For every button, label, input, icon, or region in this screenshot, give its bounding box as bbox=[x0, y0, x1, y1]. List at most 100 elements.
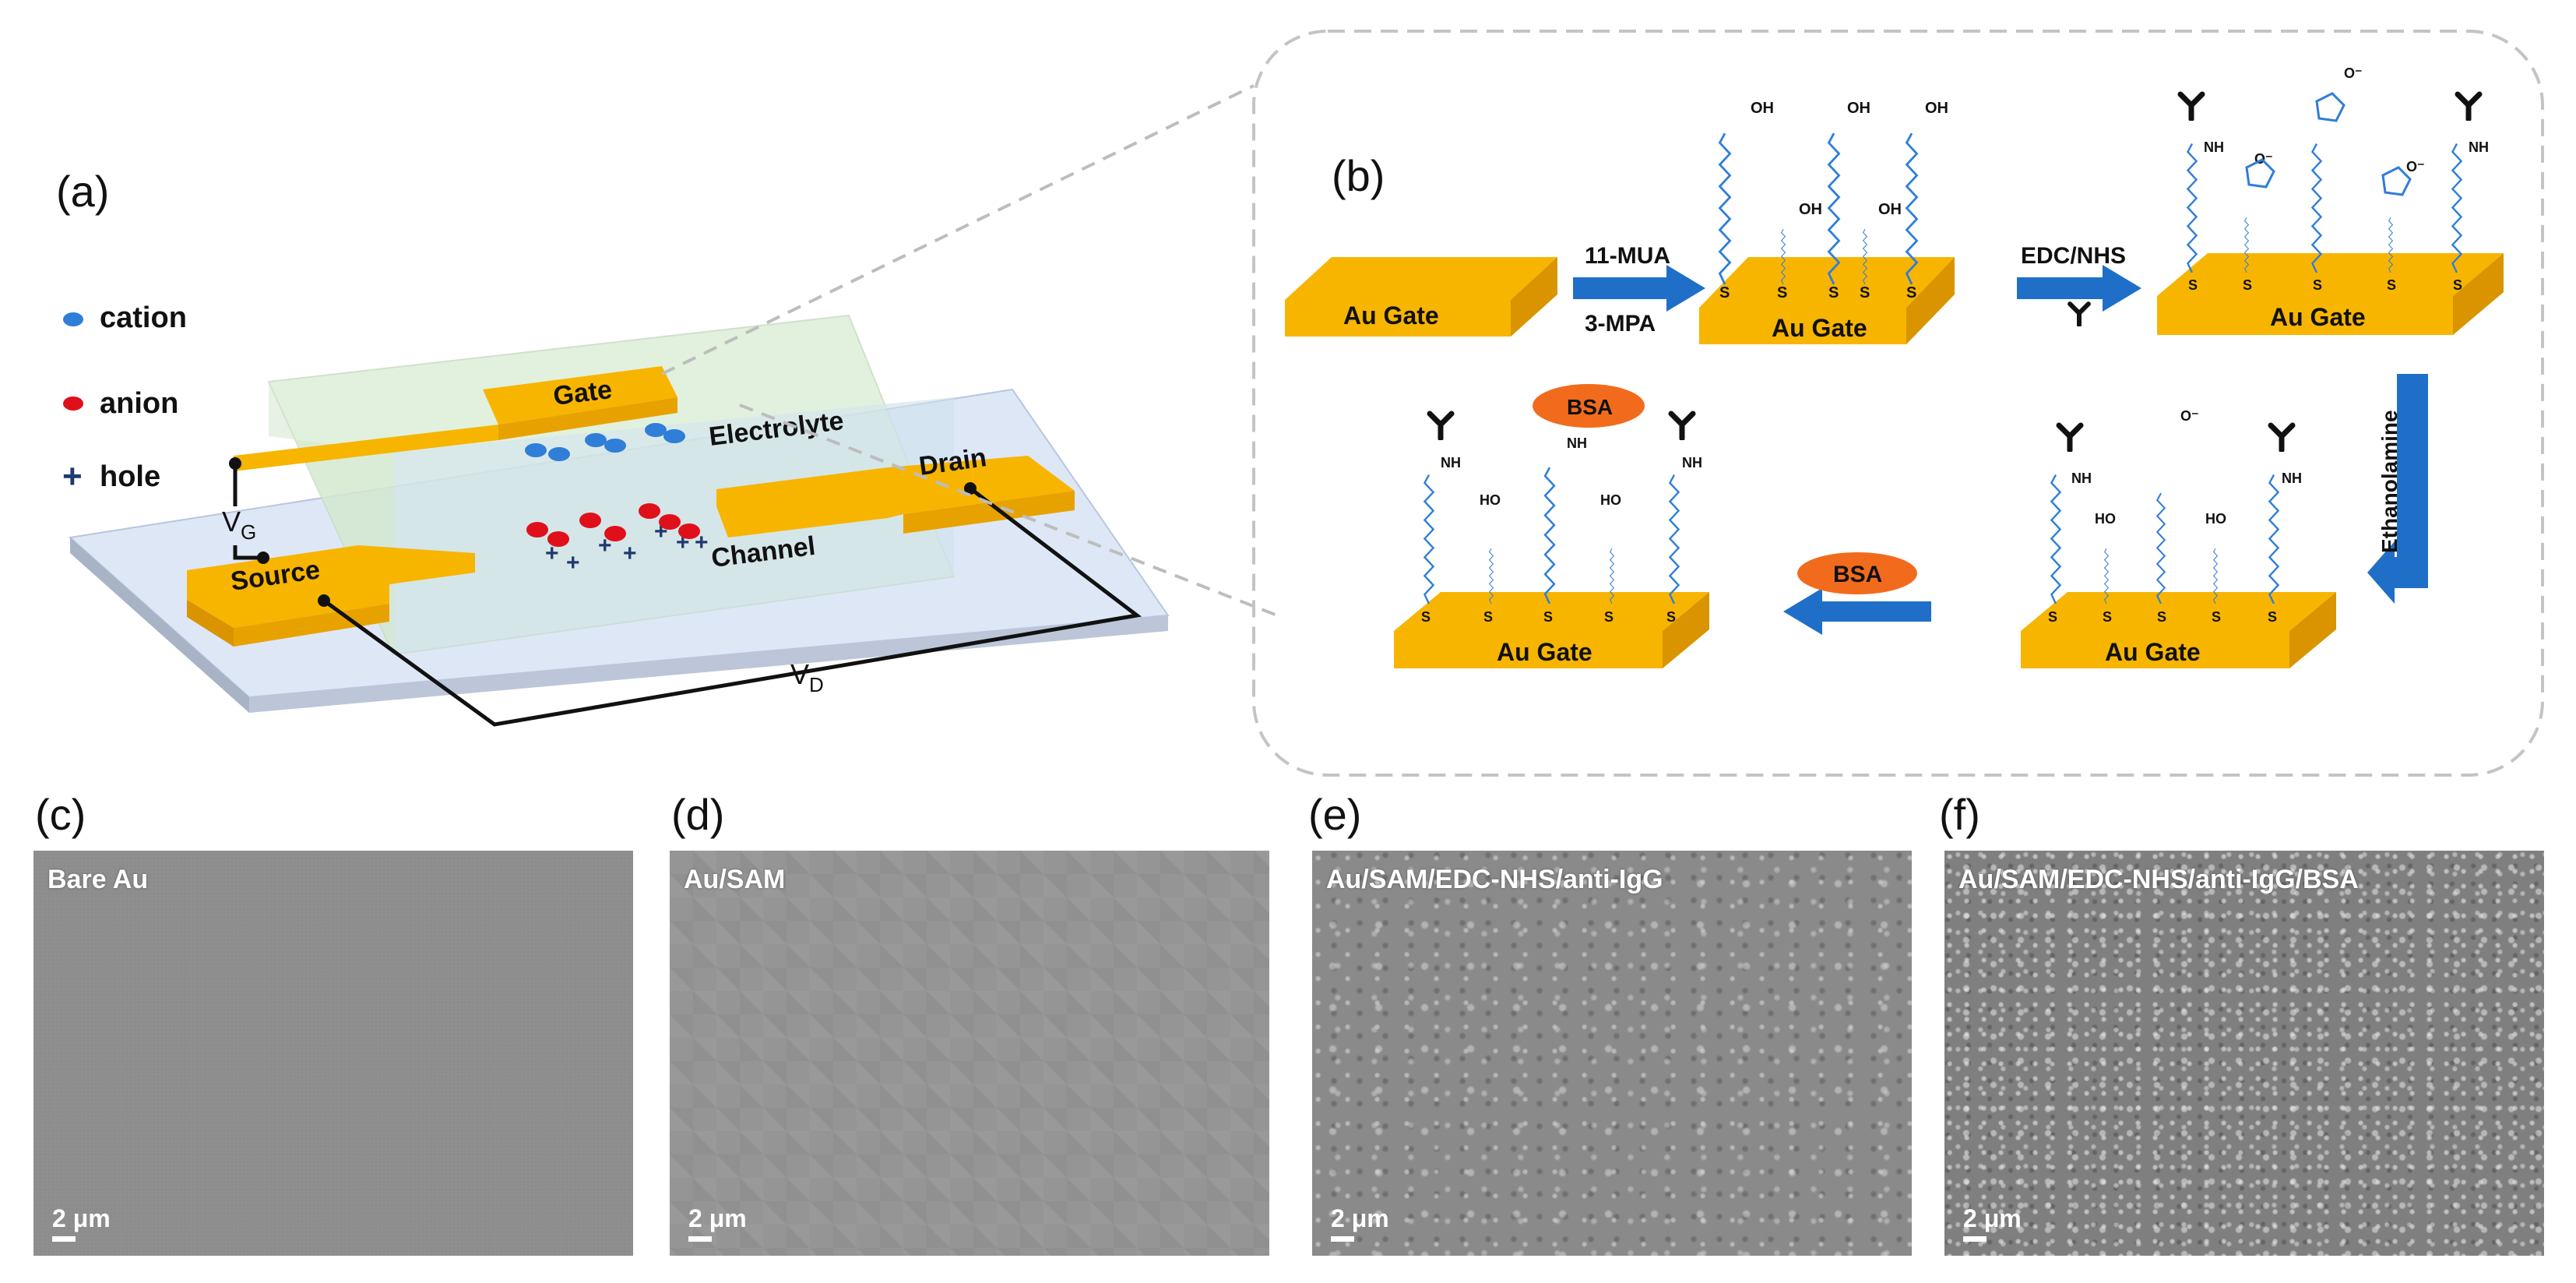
cations bbox=[525, 423, 685, 461]
sem-caption: Bare Au bbox=[48, 865, 149, 894]
o-minus-label: O⁻ bbox=[2406, 159, 2425, 174]
s-label: S bbox=[1666, 609, 1676, 625]
nhs-rings bbox=[2245, 92, 2412, 196]
source-node bbox=[318, 594, 330, 607]
panel-e-letter: (e) bbox=[1308, 790, 1361, 839]
nh-label: NH bbox=[2204, 139, 2224, 155]
panel-d-letter: (d) bbox=[671, 790, 724, 839]
drain-node bbox=[964, 482, 977, 495]
vg-wire-lower bbox=[233, 545, 263, 560]
antibody-icon bbox=[2458, 94, 2479, 119]
s-label: S bbox=[2048, 609, 2057, 625]
legend-hole-label: hole bbox=[100, 460, 160, 493]
zoom-line-bottom bbox=[739, 404, 1278, 617]
oh-label: OH bbox=[1847, 100, 1870, 117]
ho-label: HO bbox=[2095, 511, 2116, 527]
bsa-label: BSA bbox=[1567, 395, 1613, 419]
step1-bottom-label: 3-MPA bbox=[1585, 311, 1656, 337]
ho-label: HO bbox=[1600, 492, 1621, 508]
oh-label: OH bbox=[1878, 201, 1902, 218]
cation-legend-marker bbox=[63, 312, 83, 326]
zoom-line-top bbox=[661, 84, 1255, 375]
s-label: S bbox=[1421, 609, 1431, 625]
svg-text:+: + bbox=[623, 541, 637, 566]
vg-node bbox=[229, 457, 241, 470]
s-label: S bbox=[1828, 284, 1839, 301]
s-label: S bbox=[2157, 609, 2166, 625]
legend-cation-label: cation bbox=[100, 301, 187, 334]
s-label: S bbox=[2188, 277, 2198, 293]
cation-ion bbox=[585, 433, 607, 447]
nh-label: NH bbox=[1682, 455, 1702, 471]
s-label: S bbox=[2103, 609, 2112, 625]
nh-label: NH bbox=[2282, 471, 2302, 486]
ho-label: HO bbox=[1480, 492, 1501, 508]
anion-hole-pair: + bbox=[678, 523, 709, 555]
panel-c-letter: (c) bbox=[35, 790, 86, 839]
bsa-bubble bbox=[1797, 552, 1917, 594]
sem-caption: Au/SAM bbox=[684, 865, 786, 894]
step1-top-label: 11-MUA bbox=[1585, 243, 1670, 269]
o-minus-label: O⁻ bbox=[2254, 151, 2273, 167]
s-label: S bbox=[2243, 277, 2252, 293]
sem-caption: Au/SAM/EDC-NHS/anti-IgG/BSA bbox=[1958, 865, 2359, 894]
au-gate-sam: Au Gate OH OH OH OH OH S S S S S bbox=[1699, 100, 1955, 344]
s-label: S bbox=[2268, 609, 2277, 625]
oh-label: OH bbox=[1751, 100, 1774, 117]
bsa-bubble bbox=[1533, 384, 1645, 428]
svg-text:+: + bbox=[695, 530, 709, 555]
circuit-wires bbox=[233, 464, 1142, 727]
anion-hole-pair: + bbox=[547, 531, 580, 576]
antibody-icon bbox=[2059, 425, 2081, 450]
nh-label: NH bbox=[1441, 455, 1461, 471]
panel-b-letter: (b) bbox=[1332, 151, 1385, 200]
sem-image-anti-igg-bsa: Au/SAM/EDC-NHS/anti-IgG/BSA 2 μm bbox=[1944, 851, 2544, 1256]
s-label: S bbox=[1860, 284, 1870, 301]
arrow-step-3: Ethanolamine bbox=[2367, 374, 2428, 604]
antibody-icon bbox=[2070, 304, 2089, 325]
vd-label: VD bbox=[790, 658, 824, 696]
cation-ion bbox=[663, 429, 685, 443]
s-label: S bbox=[2387, 277, 2396, 293]
gate-electrode: Gate bbox=[234, 366, 677, 471]
s-label: S bbox=[1543, 609, 1553, 625]
antibody-icon bbox=[1671, 414, 1693, 439]
arrow-step-2: EDC/NHS bbox=[2017, 243, 2141, 325]
o-minus-label: O⁻ bbox=[2180, 408, 2199, 424]
nh-label: NH bbox=[2071, 471, 2092, 486]
au-gate-label: Au Gate bbox=[1497, 638, 1592, 666]
scale-bar: 2 μm bbox=[1963, 1204, 2022, 1242]
panel-a-letter: (a) bbox=[56, 167, 109, 216]
cation-ion bbox=[604, 439, 626, 453]
anions-holes: + + + + + + + bbox=[526, 503, 709, 576]
ho-label: HO bbox=[2205, 511, 2226, 527]
drain-electrode: Drain bbox=[716, 442, 1075, 538]
source-electrode: Source bbox=[187, 545, 475, 647]
au-gate-activated: Au Gate NH NH O⁻ O⁻ O⁻ S S S S S bbox=[2157, 65, 2504, 335]
legend: cation anion + hole bbox=[62, 301, 187, 495]
scale-bar: 2 μm bbox=[52, 1204, 111, 1242]
cation-ion bbox=[645, 423, 667, 437]
vg-node-lower bbox=[257, 552, 269, 564]
panel-b-frame bbox=[1252, 30, 2544, 777]
anion-hole-pair: + bbox=[604, 526, 637, 566]
anion-legend-marker bbox=[63, 397, 83, 411]
panel-a: (a) cation anion + hole Source bbox=[56, 84, 1278, 727]
gate-label: Gate bbox=[551, 375, 614, 411]
au-gate-label: Au Gate bbox=[1343, 301, 1439, 330]
au-gate-label: Au Gate bbox=[2270, 303, 2366, 331]
s-label: S bbox=[1777, 284, 1787, 301]
panel-f-letter: (f) bbox=[1939, 790, 1980, 839]
au-gate-bsa: Au Gate BSA NH NH NH HO HO S S S S S bbox=[1394, 384, 1709, 668]
au-gate-blocked: Au Gate NH NH HO HO O⁻ S S S S S bbox=[2021, 408, 2336, 668]
s-label: S bbox=[1719, 284, 1730, 301]
s-label: S bbox=[2313, 277, 2322, 293]
sem-caption: Au/SAM/EDC-NHS/anti-IgG bbox=[1326, 865, 1663, 894]
svg-text:+: + bbox=[545, 541, 559, 566]
antibody-icon bbox=[2271, 425, 2293, 450]
au-gate-label: Au Gate bbox=[1772, 314, 1867, 342]
step3-label: Ethanolamine bbox=[2377, 410, 2402, 553]
nh-label: NH bbox=[1567, 435, 1587, 451]
s-label: S bbox=[1906, 284, 1916, 301]
